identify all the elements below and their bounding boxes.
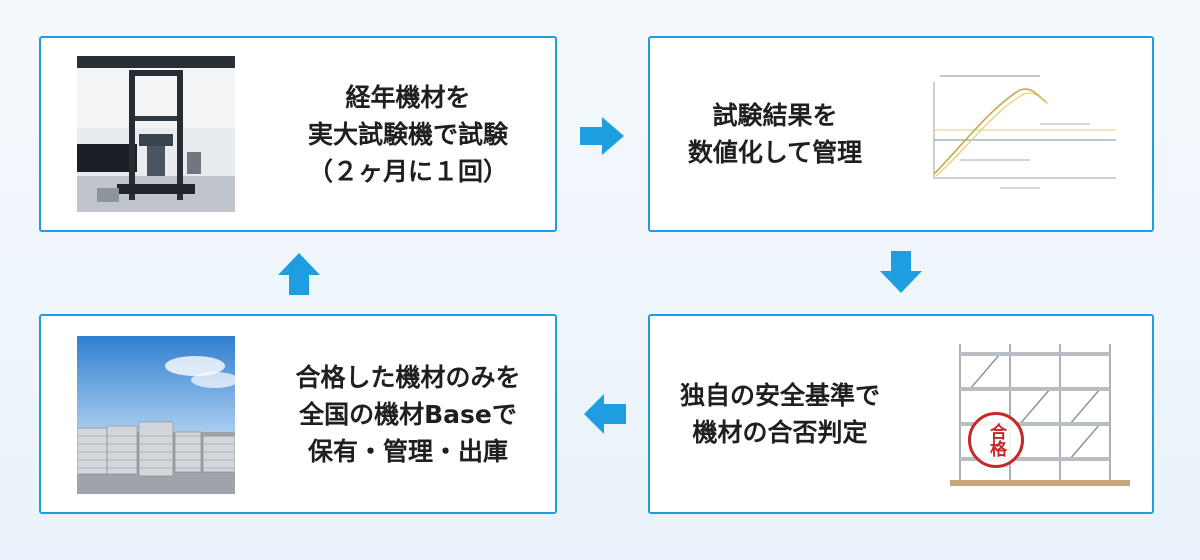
step-line: 合格した機材のみを bbox=[295, 362, 521, 392]
step-text-data: 試験結果を 数値化して管理 bbox=[660, 38, 890, 230]
step-line: （２ヶ月に１回） bbox=[307, 156, 508, 186]
step-card-testing: 経年機材を 実大試験機で試験 （２ヶ月に１回） bbox=[39, 36, 557, 232]
step-line: 独自の安全基準で bbox=[679, 381, 880, 410]
scaffold-with-pass-stamp: 合格 bbox=[950, 334, 1130, 494]
step-text-testing: 経年機材を 実大試験機で試験 （２ヶ月に１回） bbox=[271, 38, 545, 230]
pass-stamp: 合格 bbox=[968, 412, 1024, 468]
step-line: 機材の合否判定 bbox=[692, 418, 868, 447]
step-card-storage: 合格した機材のみを 全国の機材Baseで 保有・管理・出庫 bbox=[39, 314, 557, 514]
step-line: 経年機材を bbox=[345, 82, 471, 112]
arrow-down-icon bbox=[880, 251, 922, 293]
step-card-data: 試験結果を 数値化して管理 bbox=[648, 36, 1154, 232]
step-card-judgement: 独自の安全基準で 機材の合否判定 bbox=[648, 314, 1154, 514]
testing-machine-photo bbox=[77, 56, 235, 212]
stacked-materials-photo bbox=[77, 336, 235, 494]
arrow-right-icon bbox=[580, 117, 624, 155]
step-line: 数値化して管理 bbox=[687, 138, 863, 167]
arrow-up-icon bbox=[278, 253, 320, 295]
arrow-left-icon bbox=[584, 394, 626, 434]
step-line: 試験結果を bbox=[712, 101, 838, 130]
step-line: 保有・管理・出庫 bbox=[307, 436, 508, 466]
load-test-chart bbox=[920, 68, 1120, 198]
pass-stamp-text: 合格 bbox=[986, 423, 1006, 457]
step-line: 全国の機材Baseで bbox=[299, 399, 517, 429]
step-line: 実大試験機で試験 bbox=[307, 119, 508, 149]
step-text-judgement: 独自の安全基準で 機材の合否判定 bbox=[660, 316, 900, 512]
step-text-storage: 合格した機材のみを 全国の機材Baseで 保有・管理・出庫 bbox=[271, 316, 545, 512]
